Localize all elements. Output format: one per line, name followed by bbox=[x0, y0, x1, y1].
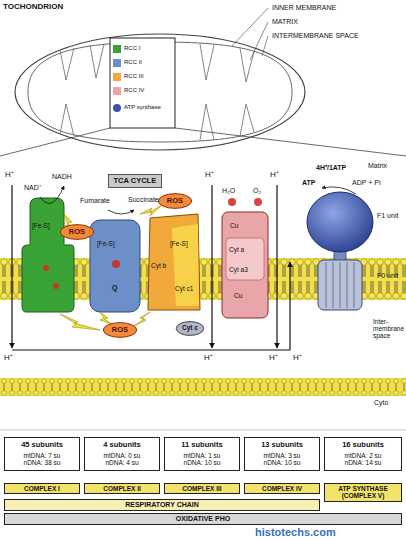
complex-label: COMPLEX IV bbox=[244, 483, 320, 494]
complex-label: COMPLEX II bbox=[84, 483, 160, 494]
text-label: ADP + Pi bbox=[352, 179, 380, 187]
node-text: Cyt c bbox=[182, 324, 198, 331]
node-text: ATP SYNTHASE (COMPLEX V) bbox=[327, 485, 399, 500]
node-text: COMPLEX III bbox=[182, 485, 221, 492]
node-text: 13 subunits bbox=[261, 441, 303, 450]
text-label: H⁺ bbox=[270, 171, 279, 180]
text-label: INTERMEMBRANE SPACE bbox=[272, 32, 359, 40]
complex-label: ATP SYNTHASE (COMPLEX V) bbox=[324, 483, 402, 502]
text-label: RCC II bbox=[124, 59, 142, 66]
node-text: mtDNA: 0 su nDNA: 4 su bbox=[97, 452, 147, 467]
text-label: MATRIX bbox=[272, 18, 298, 26]
text-label: Cyt b bbox=[151, 262, 166, 269]
text-label: F1 unit bbox=[377, 212, 403, 220]
text-label: H⁺ bbox=[269, 354, 278, 363]
watermark: histotechs.com bbox=[255, 526, 336, 538]
text-label: Cyto bbox=[374, 399, 388, 407]
text-label: ATP bbox=[302, 179, 315, 187]
node-text: COMPLEX IV bbox=[262, 485, 302, 492]
node-text: OXIDATIVE PHO bbox=[176, 515, 230, 523]
text-label: Inter-membrane space bbox=[373, 318, 403, 339]
node-text: ROS bbox=[167, 197, 183, 206]
subunit-box: 45 subunits mtDNA: 7 su nDNA: 38 su bbox=[4, 437, 80, 471]
text-label: H₂O bbox=[222, 187, 235, 195]
subunit-box: 11 subunits mtDNA: 1 su nDNA: 10 su bbox=[164, 437, 240, 471]
text-label: H⁺ bbox=[205, 171, 214, 180]
subunit-box: 13 subunits mtDNA: 3 su nDNA: 10 su bbox=[244, 437, 320, 471]
ros-ellipse: ROS bbox=[103, 322, 137, 338]
subunit-box: 4 subunits mtDNA: 0 su nDNA: 4 su bbox=[84, 437, 160, 471]
text-label: NADH bbox=[52, 173, 72, 181]
text-label: F0 unit bbox=[377, 272, 403, 280]
text-label: Q bbox=[112, 284, 117, 292]
node-text: 45 subunits bbox=[21, 441, 63, 450]
ros-ellipse: ROS bbox=[60, 224, 94, 240]
text-label: H⁺ bbox=[5, 171, 14, 180]
text-label: Cu bbox=[230, 222, 238, 229]
text-label: Matrix bbox=[368, 162, 387, 170]
node-text: TCA CYCLE bbox=[114, 177, 157, 186]
text-label: RCC IV bbox=[124, 87, 144, 94]
text-label: O₂ bbox=[253, 187, 261, 195]
text-label: ATP synthase bbox=[124, 104, 161, 111]
node-text: RESPIRATORY CHAIN bbox=[125, 501, 199, 509]
process-box: TCA CYCLE bbox=[108, 174, 163, 189]
text-label: Cyt c1 bbox=[175, 285, 193, 292]
complex-label: COMPLEX III bbox=[164, 483, 240, 494]
text-label: [Fe-S] bbox=[32, 222, 50, 229]
node-text: COMPLEX I bbox=[24, 485, 60, 492]
node-text: mtDNA: 2 su nDNA: 14 su bbox=[338, 452, 388, 467]
text-label: H⁺ bbox=[293, 354, 302, 363]
node-text: 11 subunits bbox=[181, 441, 222, 450]
node-text: 4 subunits bbox=[103, 441, 141, 450]
node-text: mtDNA: 7 su nDNA: 38 su bbox=[17, 452, 67, 467]
complex-label: COMPLEX I bbox=[4, 483, 80, 494]
subunit-box: 16 subunits mtDNA: 2 su nDNA: 14 su bbox=[324, 437, 402, 471]
node-text: ROS bbox=[69, 228, 85, 237]
text-label: Cyt a bbox=[229, 246, 244, 253]
text-label: Succinate bbox=[128, 196, 159, 204]
text-label: [Fe-S] bbox=[97, 240, 115, 247]
text-label: TOCHONDRION bbox=[3, 3, 63, 12]
cytochrome-c: Cyt c bbox=[176, 321, 204, 336]
ros-ellipse: ROS bbox=[158, 193, 192, 209]
node-text: mtDNA: 1 su nDNA: 10 su bbox=[177, 452, 227, 467]
text-label: INNER MEMBRANE bbox=[272, 4, 336, 12]
node-text: 16 subunits bbox=[342, 441, 384, 450]
text-label: 4H⁺/1ATP bbox=[316, 164, 346, 172]
text-label: Cyt a3 bbox=[229, 266, 248, 273]
node-text: mtDNA: 3 su nDNA: 10 su bbox=[257, 452, 307, 467]
text-label: RCC I bbox=[124, 45, 140, 52]
node-text: ROS bbox=[112, 326, 128, 335]
text-label: Fumarate bbox=[80, 197, 110, 205]
text-label: [Fe-S] bbox=[170, 240, 188, 247]
text-label: NAD⁺ bbox=[24, 184, 41, 192]
node-text: COMPLEX II bbox=[103, 485, 141, 492]
band: OXIDATIVE PHO bbox=[4, 513, 402, 525]
text-label: Cu bbox=[234, 292, 242, 299]
text-label: RCC III bbox=[124, 73, 144, 80]
band: RESPIRATORY CHAIN bbox=[4, 499, 320, 511]
text-label: H⁺ bbox=[4, 354, 13, 363]
text-label: H⁺ bbox=[204, 354, 213, 363]
